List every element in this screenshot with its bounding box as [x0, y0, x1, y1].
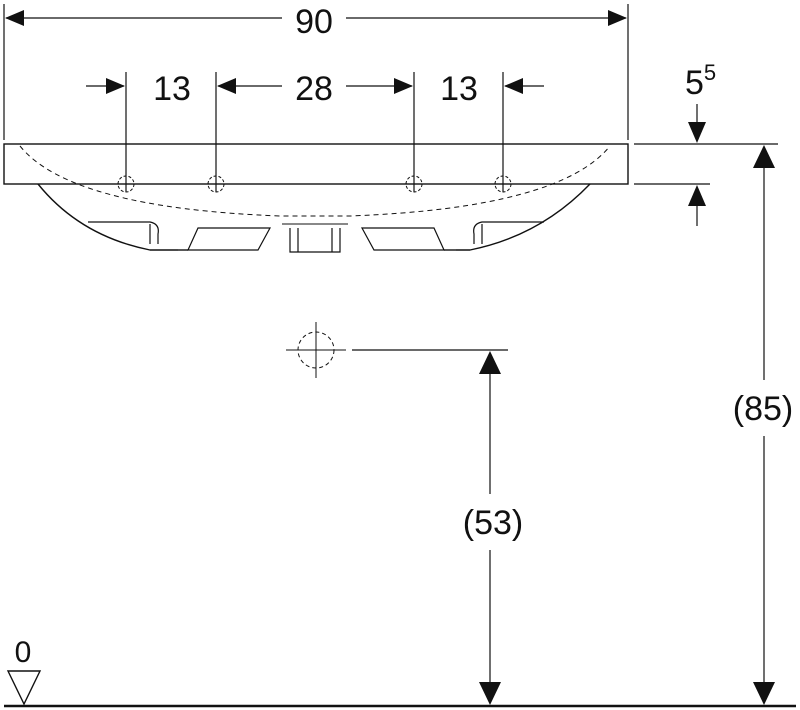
- rim-thickness-base: 5: [685, 64, 704, 102]
- arrowhead-left: [5, 10, 24, 26]
- drain-height-dimension: (53): [463, 351, 523, 705]
- hole-spacing-center-label: 28: [295, 70, 333, 108]
- rim-thickness-label: 55: [685, 60, 716, 102]
- tap-hole: [202, 175, 230, 193]
- rim-height-arrow-bottom: [753, 682, 775, 705]
- washbasin: [3, 143, 629, 253]
- overall-width-dimension: 90: [3, 3, 629, 140]
- basin-rim: [3, 143, 629, 185]
- rim-arrow-down: [688, 122, 706, 143]
- arrowhead-28-right: [394, 78, 413, 94]
- bracket-left: [88, 221, 159, 244]
- bracket-right: [473, 221, 544, 244]
- hole-spacing-left-label: 13: [153, 70, 191, 108]
- drain-height-arrow-bottom: [479, 682, 501, 705]
- tap-hole: [489, 175, 517, 193]
- drain-height-arrow-top: [479, 351, 501, 374]
- rim-arrow-up: [688, 185, 706, 206]
- tap-hole: [112, 175, 140, 193]
- rim-height-dimension: (85): [733, 145, 793, 705]
- overall-width-label: 90: [295, 3, 333, 41]
- bowl-hidden-line: [19, 145, 611, 217]
- hole-spacing-right-label: 13: [440, 70, 478, 108]
- rim-height-arrow-top: [753, 145, 775, 168]
- foot-left: [187, 227, 272, 251]
- rim-height-label: (85): [733, 390, 793, 428]
- basin-underside: [37, 183, 591, 251]
- tap-hole: [400, 175, 428, 193]
- floor-level-triangle: [6, 670, 42, 706]
- rim-thickness-dimension: 55: [634, 60, 778, 226]
- arrowhead-13-left-a: [106, 78, 125, 94]
- drain-outlet: [289, 228, 341, 253]
- foot-right: [360, 227, 445, 251]
- floor-reference: 0: [4, 636, 796, 708]
- tap-holes: [112, 175, 517, 193]
- drain-position-marker: [286, 322, 508, 378]
- floor-level-label: 0: [15, 636, 32, 669]
- hole-spacing-dimensions: 13 28 13: [86, 70, 544, 192]
- rim-thickness-sup: 5: [704, 60, 716, 85]
- arrowhead-right: [608, 10, 627, 26]
- drain-height-label: (53): [463, 504, 523, 542]
